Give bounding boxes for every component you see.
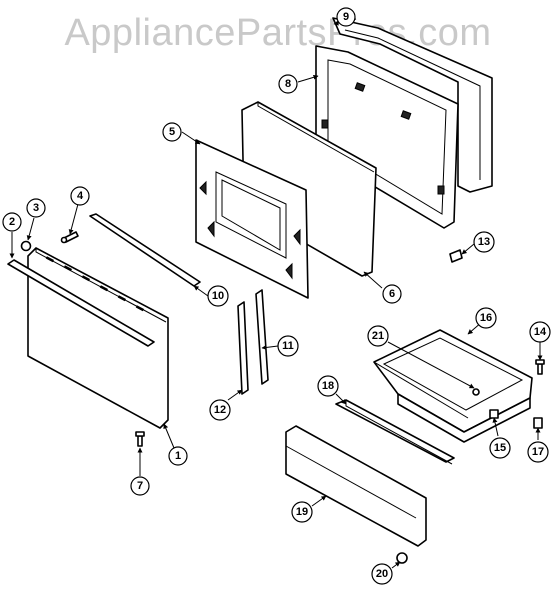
callout-21: 21 xyxy=(367,325,389,347)
callout-9: 9 xyxy=(336,7,356,27)
door-gasket-left xyxy=(237,301,249,395)
door-inner-frame xyxy=(332,17,493,193)
callout-7: 7 xyxy=(130,476,150,496)
svg-text:21: 21 xyxy=(372,330,384,342)
svg-text:17: 17 xyxy=(532,446,544,458)
callout-6: 6 xyxy=(382,284,402,304)
svg-text:14: 14 xyxy=(534,326,547,338)
drawer-screw xyxy=(472,388,480,396)
svg-text:19: 19 xyxy=(296,506,308,518)
door-handle xyxy=(7,259,155,347)
callout-16: 16 xyxy=(475,307,497,329)
svg-text:18: 18 xyxy=(322,380,334,392)
drawer-front-panel xyxy=(285,425,427,547)
callout-2: 2 xyxy=(2,212,22,232)
svg-text:16: 16 xyxy=(480,312,492,324)
callout-19: 19 xyxy=(291,501,313,523)
callout-18: 18 xyxy=(317,375,339,397)
callout-8: 8 xyxy=(278,74,298,94)
svg-text:20: 20 xyxy=(376,568,388,580)
svg-text:4: 4 xyxy=(77,190,84,202)
svg-text:12: 12 xyxy=(214,404,226,416)
callout-10: 10 xyxy=(207,285,229,307)
callout-3: 3 xyxy=(26,198,46,218)
callout-12: 12 xyxy=(209,399,231,421)
callout-17: 17 xyxy=(527,441,549,463)
drawer-glide xyxy=(533,417,543,429)
door-gasket-right xyxy=(255,289,269,385)
svg-text:8: 8 xyxy=(285,78,291,90)
svg-text:5: 5 xyxy=(169,126,175,138)
bottom-screw xyxy=(135,431,145,447)
latch-clip xyxy=(449,249,463,263)
callout-20: 20 xyxy=(371,563,393,585)
callout-4: 4 xyxy=(70,186,90,206)
callout-15: 15 xyxy=(489,437,511,459)
drawer-stop xyxy=(489,409,499,419)
drawer-knob xyxy=(396,552,408,564)
handle-end-cap xyxy=(20,240,32,252)
door-trim-strip xyxy=(89,213,201,287)
callout-1: 1 xyxy=(168,446,188,466)
svg-text:10: 10 xyxy=(212,290,224,302)
callout-14: 14 xyxy=(529,321,551,343)
svg-text:11: 11 xyxy=(282,340,294,352)
leader-lines xyxy=(9,18,543,569)
drawer-side-screw xyxy=(535,359,545,375)
svg-text:2: 2 xyxy=(9,216,15,228)
svg-text:13: 13 xyxy=(478,236,490,248)
svg-text:3: 3 xyxy=(33,202,39,214)
callout-11: 11 xyxy=(277,335,299,357)
callout-5: 5 xyxy=(162,122,182,142)
svg-text:1: 1 xyxy=(175,450,181,462)
svg-text:6: 6 xyxy=(389,288,395,300)
svg-text:7: 7 xyxy=(137,480,143,492)
inner-door-panel xyxy=(195,139,309,299)
svg-text:15: 15 xyxy=(494,442,506,454)
callout-13: 13 xyxy=(473,231,495,253)
svg-text:9: 9 xyxy=(343,11,349,23)
